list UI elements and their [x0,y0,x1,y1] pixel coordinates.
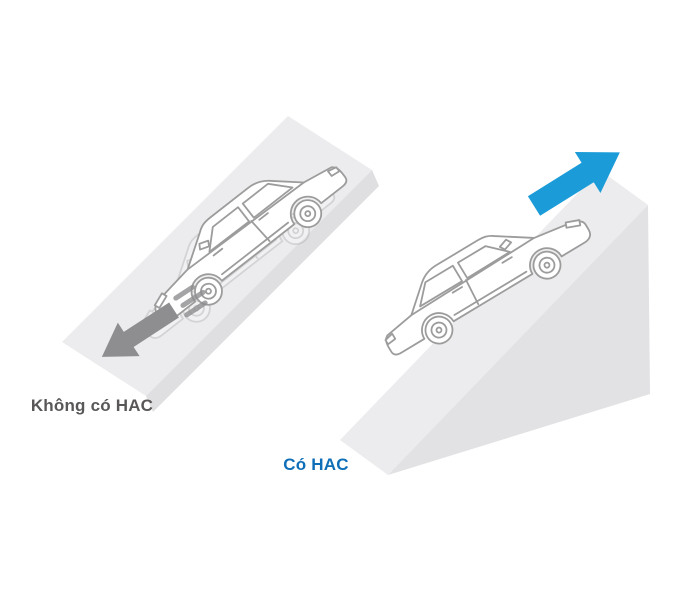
rollback-arrow-shape [101,302,179,357]
ramp-right-side [388,205,650,475]
climb-arrow-icon [527,152,620,216]
motion-streaks [173,284,208,318]
label-without-hac: Không có HAC [31,396,153,415]
ramp-right [340,170,650,475]
rollback-arrow-icon [101,284,208,357]
climb-arrow-shape [527,152,620,216]
ramp-left-edge [146,170,379,412]
label-with-hac: Có HAC [283,455,348,474]
